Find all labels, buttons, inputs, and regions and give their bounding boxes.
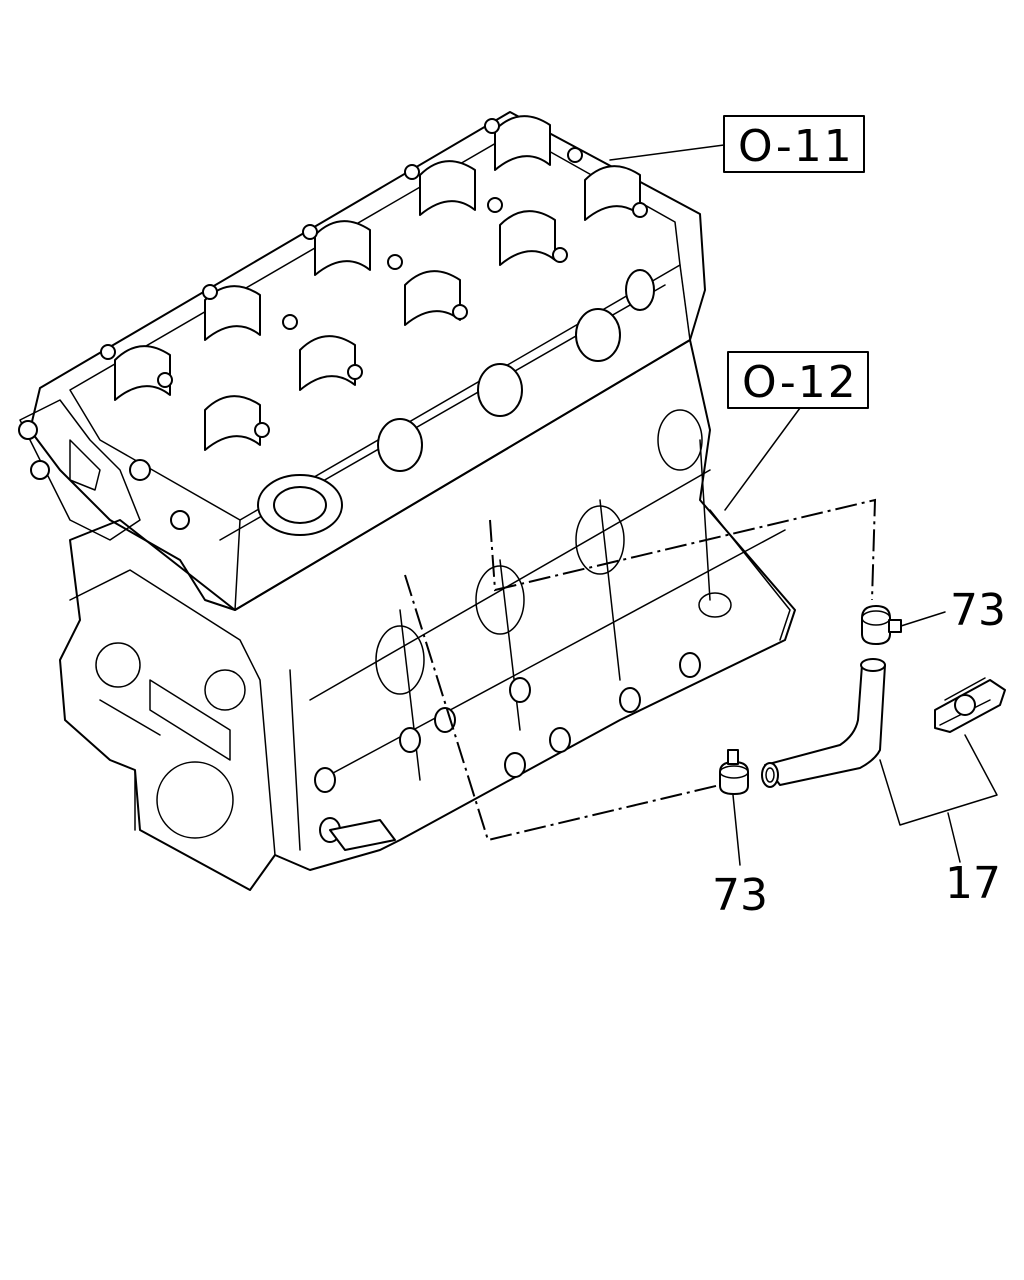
leader-line-73-upper xyxy=(900,611,946,627)
hose-assembly-part[interactable] xyxy=(761,658,1006,863)
explosion-lines xyxy=(404,498,877,842)
reference-label-cylinder-head: O-11 xyxy=(738,121,854,172)
callout-73-upper: 73 xyxy=(950,585,1006,636)
clamp-part-lower[interactable] xyxy=(719,749,749,866)
leader-line-o12 xyxy=(724,407,801,511)
leader-line-o11 xyxy=(609,144,725,161)
callout-73-lower: 73 xyxy=(712,870,768,921)
reference-label-cylinder-block: O-12 xyxy=(742,357,858,408)
leader-line-17 xyxy=(947,812,961,863)
cylinder-head-drawing xyxy=(18,111,706,611)
cylinder-block-drawing xyxy=(59,339,796,891)
leader-line-73-lower xyxy=(732,794,741,866)
reference-box-cylinder-head[interactable]: O-11 xyxy=(723,115,865,173)
plug-part-upper[interactable] xyxy=(861,605,946,645)
reference-box-cylinder-block[interactable]: O-12 xyxy=(727,351,869,409)
callout-17: 17 xyxy=(945,858,1001,909)
leader-bracket-17 xyxy=(879,734,998,826)
